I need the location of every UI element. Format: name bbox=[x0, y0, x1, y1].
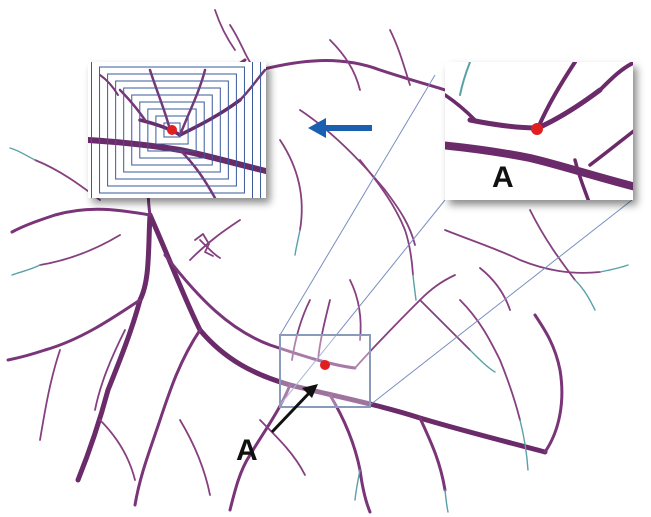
label-a-main: A bbox=[236, 434, 258, 467]
label-a-zoom: A bbox=[492, 161, 514, 194]
selection-box bbox=[280, 335, 370, 407]
zoom-red-point bbox=[531, 123, 543, 135]
grid-red-point bbox=[167, 125, 177, 135]
main-red-point bbox=[320, 360, 330, 370]
arrow-left-icon bbox=[308, 118, 372, 138]
